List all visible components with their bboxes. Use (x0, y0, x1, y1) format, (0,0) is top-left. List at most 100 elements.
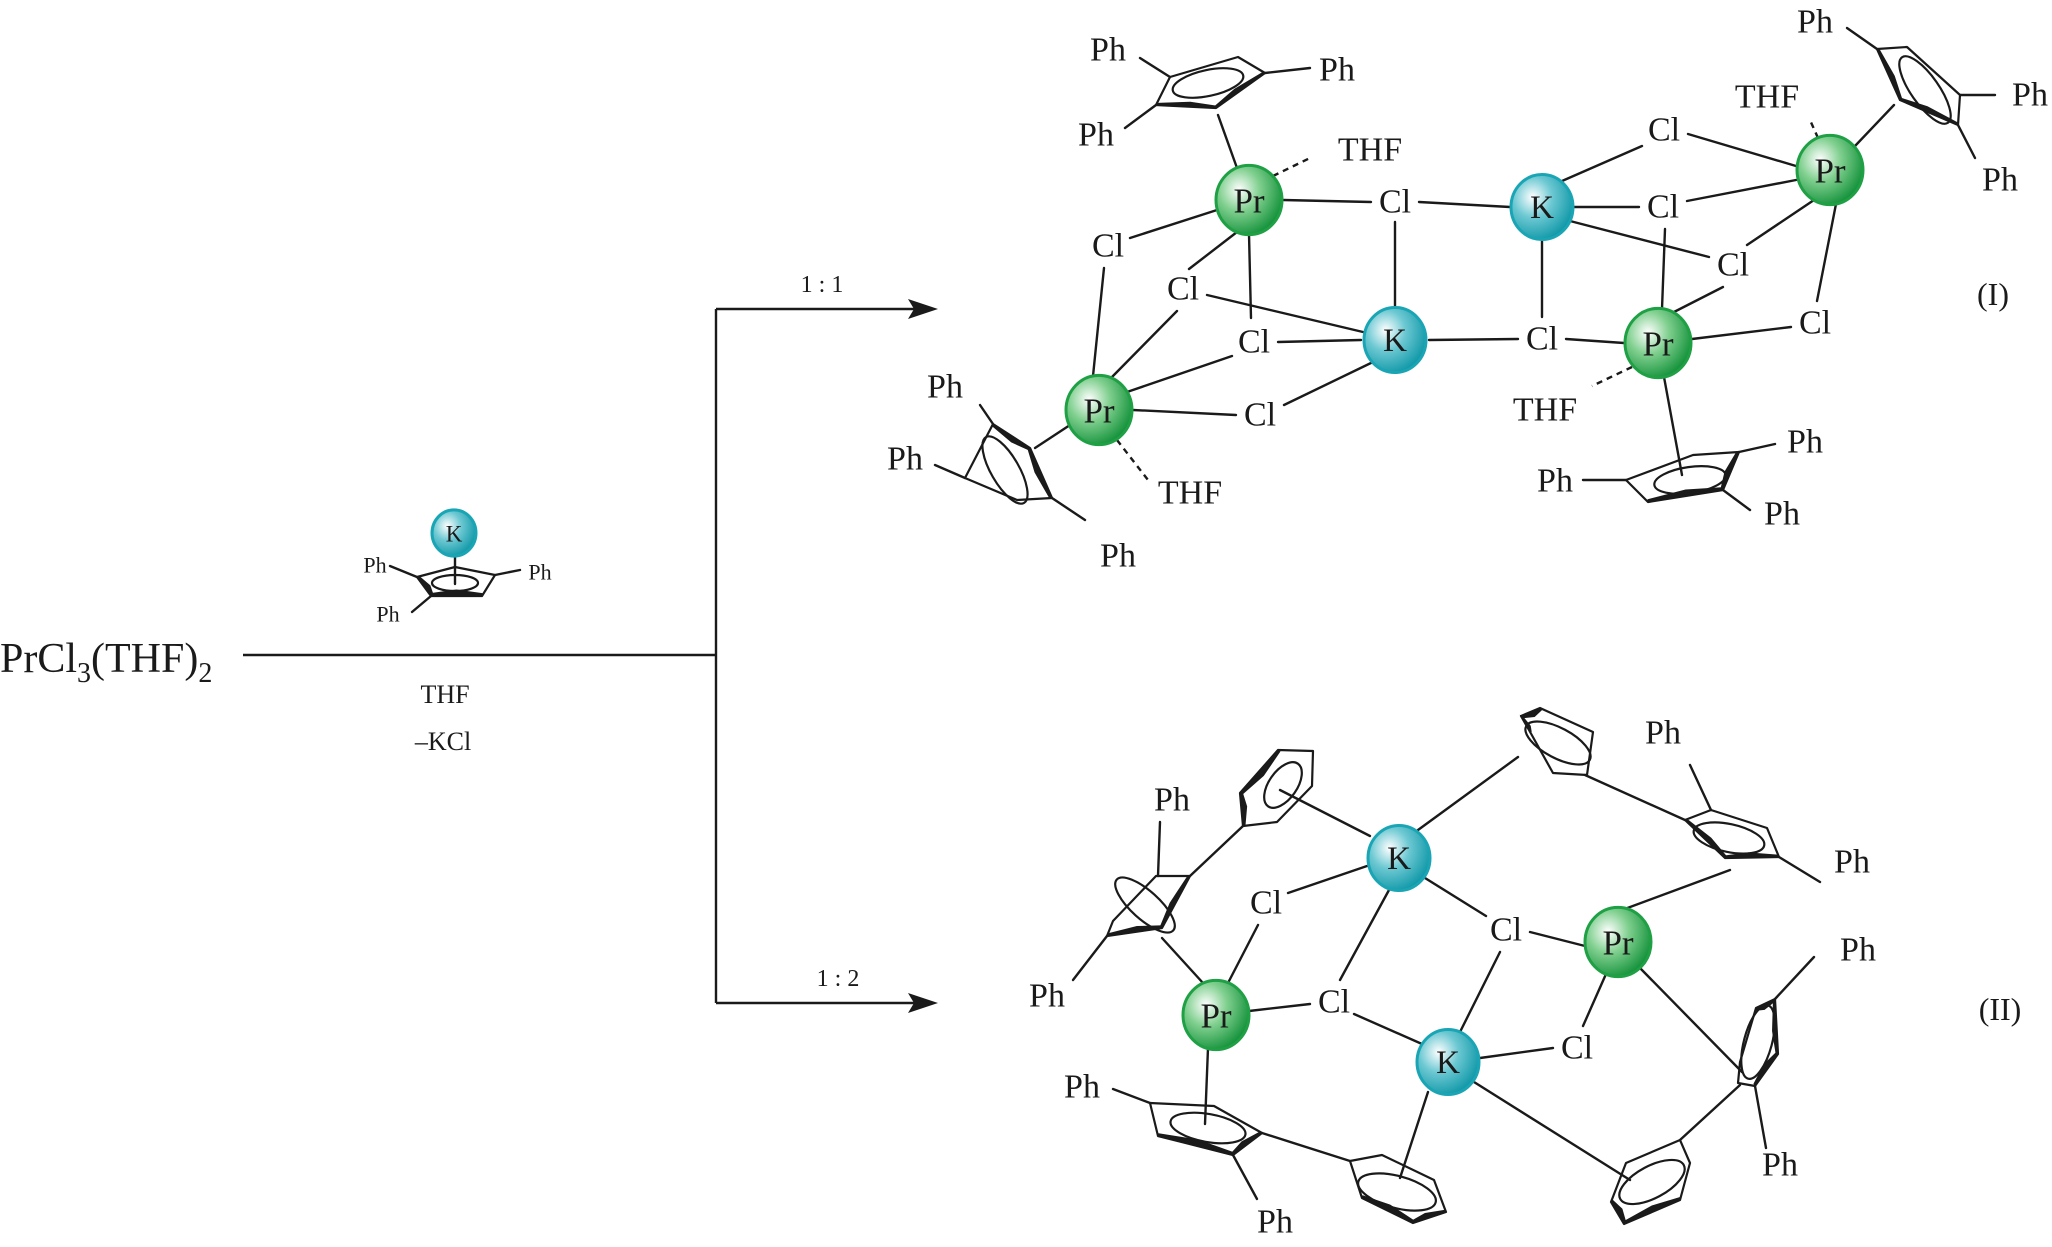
cp-ring-top (1154, 55, 1267, 110)
bond (1685, 178, 1798, 203)
cp-ring-II-left (1105, 874, 1192, 938)
potassium-symbol: K (1387, 841, 1411, 877)
ph-bond (1753, 1084, 1768, 1150)
k-arene-bond (1416, 755, 1520, 832)
phenyl-label: Ph (887, 441, 923, 478)
k-arene-bond (1398, 1090, 1430, 1180)
chloride-label: Cl (1167, 271, 1199, 308)
ph-bond (1737, 442, 1777, 454)
bond (1352, 1012, 1424, 1046)
praseodymium-sphere (1181, 978, 1251, 1052)
c-c-bond (1188, 824, 1245, 878)
phenyl-ring-II-d (1609, 1138, 1692, 1226)
aromatic-circle (1169, 1111, 1247, 1145)
branch-arrow-2-head (908, 993, 938, 1013)
ph-bond (1050, 496, 1087, 522)
bond (1581, 972, 1608, 1028)
chloride-label: Cl (1526, 321, 1558, 358)
bond (1247, 232, 1253, 320)
ph-bond (1156, 820, 1162, 878)
bond (1226, 923, 1260, 985)
phenyl-label: Ph (1834, 844, 1870, 881)
bond (1564, 337, 1626, 345)
k-arene-bond (1278, 788, 1372, 838)
bond (1745, 198, 1816, 247)
bond (1187, 230, 1239, 271)
bond (1281, 198, 1373, 204)
bond (1205, 293, 1365, 334)
solvent-label: THF (420, 680, 469, 709)
chloride-label: Cl (1379, 184, 1411, 221)
praseodymium-atom: Pr (1064, 373, 1134, 447)
potassium-sphere (1509, 172, 1575, 242)
ring-wedge-edge (1753, 1050, 1779, 1087)
reactant-sub2: 2 (198, 658, 212, 689)
bond (1528, 930, 1587, 948)
aromatic-circle (1898, 55, 1952, 125)
ph-bond (1138, 56, 1172, 79)
praseodymium-symbol: Pr (1233, 182, 1264, 221)
cp-pr-bond (1662, 375, 1684, 477)
thf-label: THF (1735, 79, 1799, 116)
chloride-label: Cl (1647, 189, 1679, 226)
cp-pr-bond (1638, 966, 1744, 1074)
phenyl-label: Ph (927, 369, 963, 406)
reagent-potassium: K (430, 508, 478, 558)
bonds-layer (388, 26, 1997, 1201)
ring-wedge-edge (1683, 819, 1729, 859)
ph-bond (1263, 66, 1312, 75)
c-c-bond (1260, 1131, 1352, 1163)
aromatic-circle (1171, 67, 1245, 99)
praseodymium-atom: Pr (1214, 163, 1284, 237)
bond (1338, 888, 1391, 982)
cp-pr-bond (1853, 103, 1896, 148)
bond (1423, 876, 1488, 918)
praseodymium-sphere (1623, 306, 1693, 380)
bond (1568, 219, 1711, 259)
bond (1091, 266, 1106, 378)
bond (1458, 950, 1502, 1034)
cp-pr-bond (1620, 868, 1732, 912)
chloride-label: Cl (1318, 984, 1350, 1021)
potassium-atom: K (1366, 823, 1432, 893)
bond (1690, 325, 1793, 341)
cp-pr-bond (1216, 113, 1239, 170)
phenyl-label: Ph (1090, 32, 1126, 69)
phenyl-label: Ph (1537, 463, 1573, 500)
bond (1660, 227, 1667, 311)
reagent-ph-bond (388, 564, 419, 579)
praseodymium-symbol: Pr (1083, 392, 1114, 431)
aromatic-circle (1524, 720, 1592, 766)
c-c-bond (1583, 773, 1687, 822)
phenyl-label: Ph (1982, 162, 2018, 199)
bond (1109, 309, 1179, 380)
potassium-sphere (1366, 823, 1432, 893)
phenyl-label: Ph (1154, 782, 1190, 819)
reagent-ph-label: Ph (376, 602, 399, 627)
praseodymium-symbol: Pr (1642, 325, 1673, 364)
aromatic-circle (1740, 1004, 1776, 1080)
reactant-sub1: 3 (77, 658, 91, 689)
ph-bond (1071, 934, 1109, 982)
cp-ring-II-bottom (1148, 1101, 1264, 1157)
ratio-label-1: 1 : 1 (801, 272, 844, 298)
reagent-ph-bond (493, 568, 522, 577)
bond (1427, 337, 1520, 342)
ph-bond (1721, 488, 1752, 512)
cp-pr-bond (1033, 423, 1072, 450)
ring-wedge-edge (1719, 451, 1740, 491)
product-label-I: (I) (1977, 276, 2009, 312)
bond (1560, 144, 1644, 183)
ring-wedge-edge (1157, 1133, 1235, 1156)
byproduct-label: –KCl (414, 727, 471, 756)
bond (1128, 208, 1219, 240)
cp-pr-bond (1160, 936, 1205, 985)
ring-wedge-edge (1623, 1196, 1681, 1225)
phenyl-label: Ph (1840, 932, 1876, 969)
reactant-main: PrCl (0, 636, 77, 682)
cp-ring-right (1875, 45, 1962, 127)
ring-wedge-edge (1106, 925, 1164, 937)
ring-wedge-edge (1722, 852, 1781, 859)
